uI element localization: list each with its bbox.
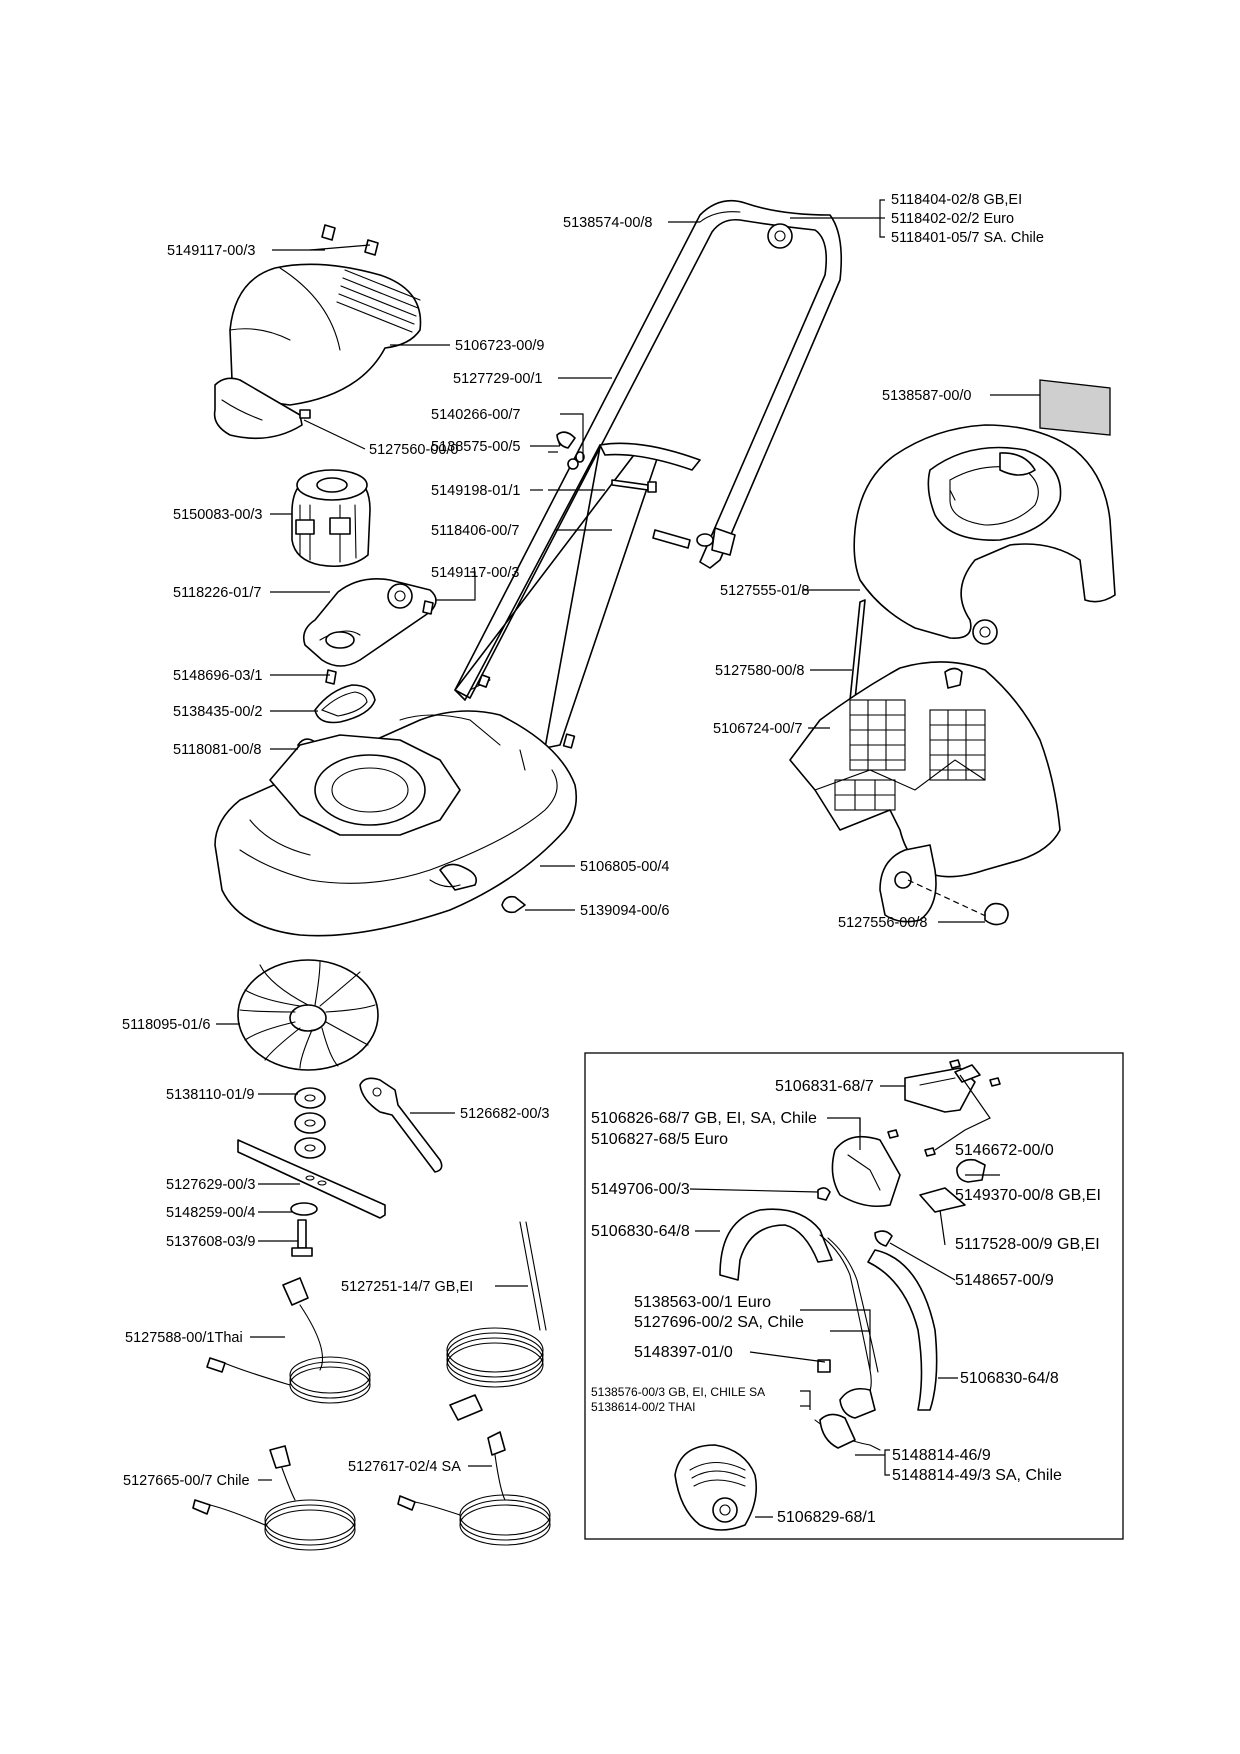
label-5127696: 5127696-00/2 SA, Chile xyxy=(634,1314,804,1331)
label-5146672: 5146672-00/0 xyxy=(955,1142,1054,1159)
label-5118081: 5118081-00/8 xyxy=(173,742,261,758)
fan-drawing xyxy=(237,959,379,1071)
handle-bar-drawing xyxy=(454,199,843,749)
label-5127617: 5127617-02/4 SA xyxy=(348,1459,461,1475)
cable-chile-drawing xyxy=(192,1445,356,1551)
label-5137608: 5137608-03/9 xyxy=(166,1234,256,1250)
label-5149117-top: 5149117-00/3 xyxy=(167,243,255,259)
label-5106829: 5106829-68/1 xyxy=(777,1509,876,1526)
label-5148814-49: 5148814-49/3 SA, Chile xyxy=(892,1467,1062,1484)
leader-lines xyxy=(216,199,1040,1518)
bolt-drawing xyxy=(501,895,526,914)
washers-drawing xyxy=(294,1087,326,1159)
blade-bolt-drawing xyxy=(291,1219,313,1257)
label-5140266: 5140266-00/7 xyxy=(431,407,521,423)
label-5150083: 5150083-00/3 xyxy=(173,507,263,523)
screw-motor-mount-drawing xyxy=(422,600,434,615)
label-5106826: 5106826-68/7 GB, EI, SA, Chile xyxy=(591,1110,817,1127)
label-5118226: 5118226-01/7 xyxy=(173,585,261,601)
label-5127251: 5127251-14/7 GB,EI xyxy=(341,1279,473,1295)
label-5149198: 5149198-01/1 xyxy=(431,483,521,499)
label-5126682: 5126682-00/3 xyxy=(460,1106,550,1122)
label-5138435: 5138435-00/2 xyxy=(173,704,263,720)
label-5138576: 5138576-00/3 GB, EI, CHILE SA xyxy=(591,1385,765,1399)
mower-deck-drawing xyxy=(214,710,578,937)
label-5127580: 5127580-00/8 xyxy=(715,663,805,679)
label-5138110: 5138110-01/9 xyxy=(166,1087,254,1103)
blade-drawing xyxy=(237,1139,386,1219)
washer-large-drawing xyxy=(290,1202,318,1216)
label-5149706: 5149706-00/3 xyxy=(591,1181,690,1198)
cable-thai-drawing xyxy=(206,1277,371,1404)
grass-box-drawing xyxy=(789,661,1061,923)
label-5118406: 5118406-00/7 xyxy=(431,523,519,539)
motor-drawing xyxy=(291,469,371,568)
label-5106723: 5106723-00/9 xyxy=(455,338,545,354)
inset-switch-drawings xyxy=(674,1059,1001,1531)
label-5148657: 5148657-00/9 xyxy=(955,1272,1054,1289)
label-5138574: 5138574-00/8 xyxy=(563,215,653,231)
label-5118095: 5118095-01/6 xyxy=(122,1017,210,1033)
label-5127556: 5127556-00/8 xyxy=(838,915,928,931)
label-5106830-right: 5106830-64/8 xyxy=(960,1370,1059,1387)
label-5138614: 5138614-00/2 THAI xyxy=(591,1400,696,1414)
label-5118402: 5118402-02/2 Euro xyxy=(891,211,1014,227)
screws-handle-drawing xyxy=(556,431,736,556)
bracket-drawing xyxy=(213,377,311,440)
belt-drawing xyxy=(314,684,376,724)
cable-gb-drawing xyxy=(446,1221,547,1421)
label-5117528: 5117528-00/9 GB,EI xyxy=(955,1236,1100,1253)
grass-box-cover-drawing xyxy=(853,424,1116,645)
label-5127560: 5127560-00/0 xyxy=(369,442,459,458)
motor-cover-drawing xyxy=(229,224,422,406)
knob-drawing xyxy=(984,902,1009,926)
label-5127555: 5127555-01/8 xyxy=(720,583,810,599)
pin-drawing xyxy=(849,599,866,701)
label-5127588: 5127588-00/1Thai xyxy=(125,1330,243,1346)
label-5127665: 5127665-00/7 Chile xyxy=(123,1473,250,1489)
screw-small-drawing xyxy=(325,669,337,685)
label-5149117-mid: 5149117-00/3 xyxy=(431,565,519,581)
label-5106805: 5106805-00/4 xyxy=(580,859,670,875)
inset-box xyxy=(584,1052,1124,1540)
label-5138563: 5138563-00/1 Euro xyxy=(634,1294,771,1311)
label-5139094: 5139094-00/6 xyxy=(580,903,670,919)
label-5118401: 5118401-05/7 SA. Chile xyxy=(891,230,1044,246)
label-5127629: 5127629-00/3 xyxy=(166,1177,256,1193)
cable-sa-drawing xyxy=(397,1431,551,1546)
axis-dashed-line xyxy=(907,879,991,919)
label-5106830-left: 5106830-64/8 xyxy=(591,1223,690,1240)
label-5106831: 5106831-68/7 xyxy=(775,1078,874,1095)
label-plate-drawing xyxy=(1039,379,1111,436)
label-5148696: 5148696-03/1 xyxy=(173,668,263,684)
label-5148814-46: 5148814-46/9 xyxy=(892,1447,991,1464)
motor-mount-plate-drawing xyxy=(302,578,437,667)
label-5138575: 5138575-00/5 xyxy=(431,439,521,455)
part-labels: 5118404-02/8 GB,EI 5118402-02/2 Euro 511… xyxy=(122,192,1101,1526)
label-5127729: 5127729-00/1 xyxy=(453,371,543,387)
label-5148259: 5148259-00/4 xyxy=(166,1205,256,1221)
label-5118404: 5118404-02/8 GB,EI xyxy=(891,192,1022,208)
label-5106724: 5106724-00/7 xyxy=(713,721,803,737)
label-5138587: 5138587-00/0 xyxy=(882,388,972,404)
label-5148397: 5148397-01/0 xyxy=(634,1344,733,1361)
label-5106827: 5106827-68/5 Euro xyxy=(591,1131,728,1148)
wrench-drawing xyxy=(359,1077,443,1173)
label-5149370: 5149370-00/8 GB,EI xyxy=(955,1187,1101,1204)
